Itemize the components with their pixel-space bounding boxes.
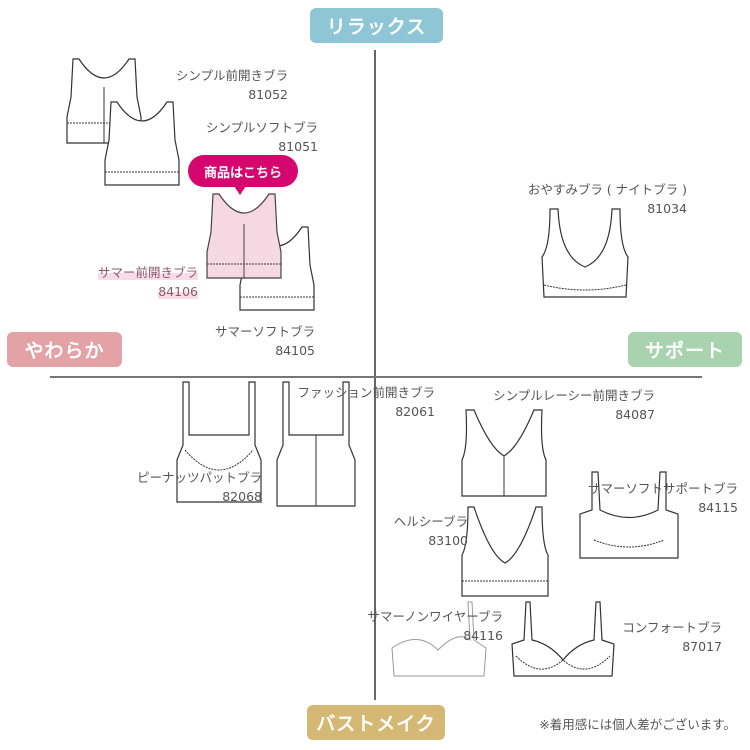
bra-image-83100[interactable] [460, 505, 550, 598]
bra-image-84087[interactable] [460, 408, 548, 498]
product-code: 84087 [615, 407, 655, 422]
product-84115[interactable]: サマーソフトサポートブラ 84115 [588, 479, 738, 517]
bra-image-81034[interactable] [540, 207, 630, 299]
product-code: 82068 [222, 489, 262, 504]
product-code: 82061 [395, 404, 435, 419]
product-name: シンプルレーシー前開きブラ [493, 388, 655, 403]
axis-label-relax: リラックス [310, 8, 443, 43]
product-name: サマー前開きブラ [97, 265, 198, 280]
product-code: 84116 [463, 628, 503, 643]
product-81034[interactable]: おやすみブラ ( ナイトブラ ) 81034 [528, 180, 687, 218]
product-name: ピーナッツパットブラ [136, 470, 262, 485]
product-82061[interactable]: ファッション前開きブラ 82061 [297, 383, 435, 421]
axis-label-soft: やわらか [7, 332, 122, 367]
product-code: 83100 [428, 533, 468, 548]
product-name: ファッション前開きブラ [297, 385, 435, 400]
product-name: おやすみブラ ( ナイトブラ ) [527, 182, 687, 197]
product-name: サマーソフトサポートブラ [587, 481, 738, 496]
bra-image-82068[interactable] [175, 380, 263, 504]
product-name: サマーノンワイヤーブラ [367, 609, 503, 624]
product-84087[interactable]: シンプルレーシー前開きブラ 84087 [493, 386, 655, 424]
disclaimer-note: ※着用感には個人差がございます。 [539, 717, 736, 732]
product-name: シンプル前開きブラ [175, 68, 288, 83]
product-name: ヘルシーブラ [393, 514, 468, 529]
product-87017[interactable]: コンフォートブラ 87017 [622, 618, 722, 656]
axis-label-support: サポート [628, 332, 742, 367]
product-code: 81034 [647, 201, 687, 216]
product-84105[interactable]: サマーソフトブラ 84105 [215, 322, 315, 360]
horizontal-axis [50, 376, 702, 378]
bra-image-82061[interactable] [275, 380, 357, 508]
bra-image-84115[interactable] [578, 470, 680, 560]
vertical-axis [374, 50, 376, 700]
product-name: サマーソフトブラ [214, 324, 315, 339]
product-83100[interactable]: ヘルシーブラ 83100 [394, 512, 468, 550]
bra-image-84106[interactable] [205, 192, 283, 279]
product-81052[interactable]: シンプル前開きブラ 81052 [176, 66, 288, 104]
bra-image-81051[interactable] [103, 100, 181, 186]
product-81051[interactable]: シンプルソフトブラ 81051 [206, 118, 318, 156]
bra-image-84116[interactable] [388, 600, 490, 678]
product-name: コンフォートブラ [622, 620, 722, 635]
product-code: 84115 [698, 500, 738, 515]
product-84116[interactable]: サマーノンワイヤーブラ 84116 [367, 607, 503, 645]
bra-image-87017[interactable] [510, 600, 616, 678]
product-code: 81052 [248, 87, 288, 102]
product-code: 87017 [682, 639, 722, 654]
product-code: 84106 [158, 284, 198, 299]
axis-label-bust-make: バストメイク [307, 705, 445, 740]
product-82068[interactable]: ピーナッツパットブラ 82068 [137, 468, 262, 506]
product-code: 81051 [278, 139, 318, 154]
product-name: シンプルソフトブラ [205, 120, 318, 135]
product-code: 84105 [275, 343, 315, 358]
product-here-callout[interactable]: 商品はこちら [188, 155, 298, 195]
product-84106[interactable]: サマー前開きブラ 84106 [97, 263, 198, 301]
